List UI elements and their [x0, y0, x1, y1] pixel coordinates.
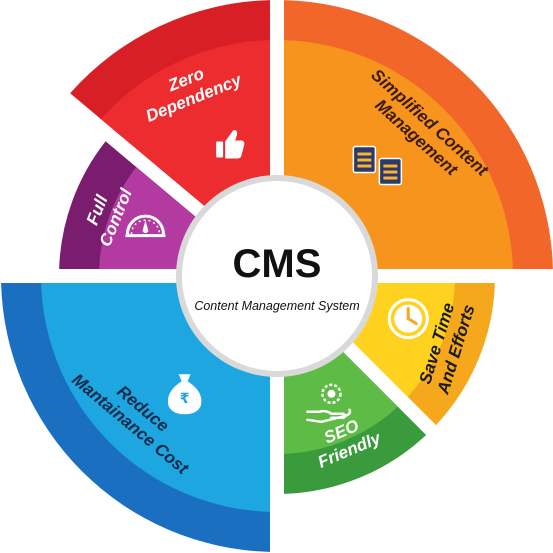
center-hub: CMS Content Management System [176, 175, 378, 377]
clock-icon [387, 298, 429, 340]
gauge-icon [125, 214, 166, 238]
center-hub-disc [182, 181, 372, 371]
segment-zero-dependency: ZeroDependency [70, 0, 271, 208]
seo-hand-icon [306, 383, 352, 424]
segment-inner-band [283, 350, 398, 454]
money-bag-icon: ₹ [167, 374, 202, 415]
segment-save-time-and-efforts: Save TimeAnd Efforts [351, 282, 495, 426]
segment-inner-band [41, 282, 271, 512]
center-subtitle: Content Management System [194, 299, 359, 313]
svg-text:₹: ₹ [180, 391, 190, 407]
segment-inner-band [351, 282, 455, 397]
segment-inner-band [99, 167, 198, 270]
content-management-icon [352, 145, 403, 186]
segment-inner-band [283, 40, 513, 270]
segment-full-control: FullControl [59, 141, 198, 270]
segment-simplified-content-management: Simplified ContentManagement [283, 0, 553, 270]
segment-reduce-maintenance-cost: ₹ReduceMantainance Cost [1, 282, 271, 552]
segment-seo-friendly: SEOFriendly [283, 350, 427, 494]
thumbs-up-icon [216, 129, 245, 159]
center-title: CMS [233, 242, 322, 286]
segment-inner-band [100, 40, 271, 208]
